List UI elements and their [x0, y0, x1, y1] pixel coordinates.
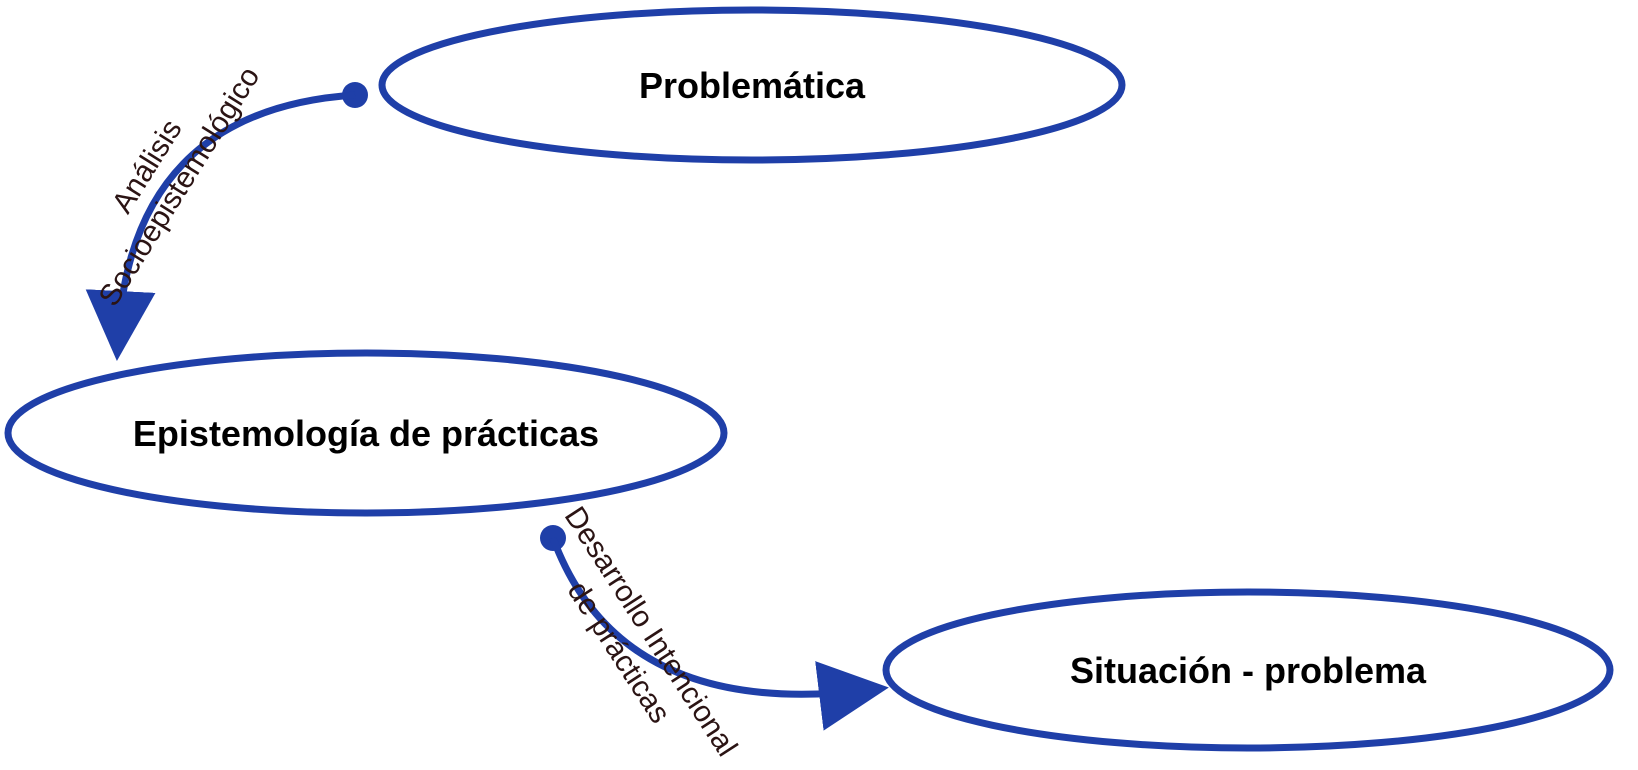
node-epistemologia: Epistemología de prácticas [4, 349, 728, 517]
node-situacion-label: Situación - problema [1070, 650, 1427, 691]
edge-desarrollo: Desarrollo Intencional de prácticas [540, 501, 889, 762]
edge-analisis-arrow [85, 91, 356, 361]
node-problematica: Problemática [378, 6, 1126, 164]
edge-desarrollo-arrow [549, 536, 889, 731]
edge-analisis: Análisis Socioepistemológico [85, 61, 368, 361]
node-problematica-label: Problemática [639, 65, 866, 106]
node-problematica-ellipse [378, 6, 1126, 164]
node-epistemologia-label: Epistemología de prácticas [133, 413, 599, 454]
node-epistemologia-ellipse [4, 349, 728, 517]
node-situacion: Situación - problema [882, 588, 1614, 752]
